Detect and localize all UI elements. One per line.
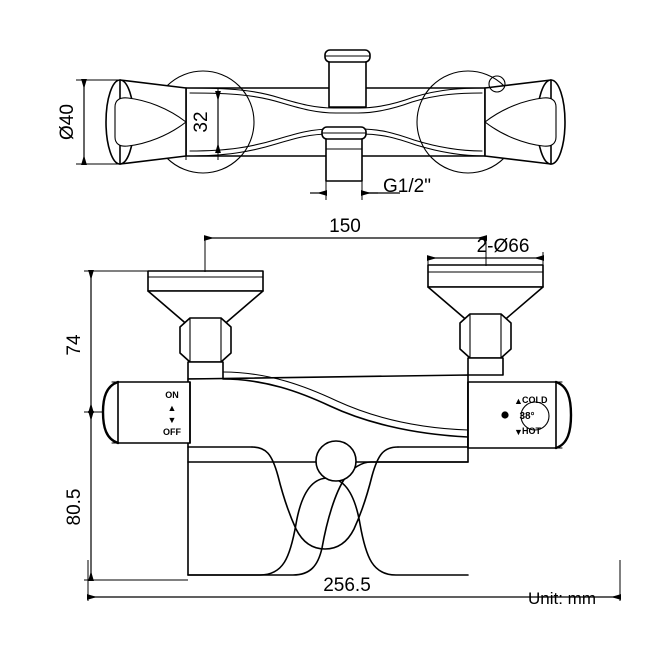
dim2565-label: 256.5 [323,575,371,596]
front-body-upper-sweep [222,378,469,438]
temp-setpoint-label: 38° [519,411,534,422]
right-escutcheon-flange [427,264,544,288]
flow-control-markings: ON ▲ ▼ OFF [163,390,181,437]
right-riser-stub [467,357,504,376]
dia40-label: Ø40 [57,104,78,140]
dim32-label: 32 [191,111,212,132]
dim150-label: 150 [329,216,361,237]
front-view-group: ON ▲ ▼ OFF ▲ COLD 38° ▼ HOT 150 2-Ø66 [64,216,621,608]
flow-on-label: ON [165,390,179,400]
temp-cold-label: COLD [522,395,548,405]
left-handle-lever-profile [114,97,187,147]
top-contour-upper [185,87,486,109]
temp-cold-arrow-icon: ▲ [514,396,523,406]
temp-hot-label: HOT [522,426,542,436]
top-view-group: Ø40 32 G1/2" [57,49,566,200]
right-handle-index-dot-icon [501,411,509,419]
right-handle-front-cap [554,380,573,450]
front-body-upper-sweep-inner [222,371,469,431]
left-handle-front-body [117,381,191,444]
flow-down-arrow-icon: ▼ [168,415,177,425]
right-handle-front-body [467,381,557,449]
top-inlet-body [325,136,363,182]
front-spout-bowl [251,446,399,550]
flow-up-arrow-icon: ▲ [168,403,177,413]
right-handle-safety-button-icon [520,401,550,431]
right-handle-lever-profile [484,97,557,147]
dim74-label: 74 [64,334,85,356]
front-spout-aerator-circle [315,440,357,482]
top-diverter-body [328,58,367,108]
temperature-control-markings: ▲ COLD 38° ▼ HOT [514,395,548,437]
dim66-label: 2-Ø66 [477,236,530,257]
right-handle-index-bump [488,75,506,93]
flow-off-label: OFF [163,427,181,437]
left-escutcheon-flange [147,270,264,292]
temp-hot-arrow-icon: ▼ [514,427,523,437]
top-contour-upper-inner [189,92,483,114]
right-hex-nut [459,313,512,359]
left-hex-nut [179,317,232,363]
unit-note: Unit: mm [528,589,596,608]
g12-label: G1/2" [383,176,431,197]
left-handle-front-cap [101,380,120,445]
dim805-label: 80.5 [64,489,85,526]
left-riser-stub [187,361,224,380]
